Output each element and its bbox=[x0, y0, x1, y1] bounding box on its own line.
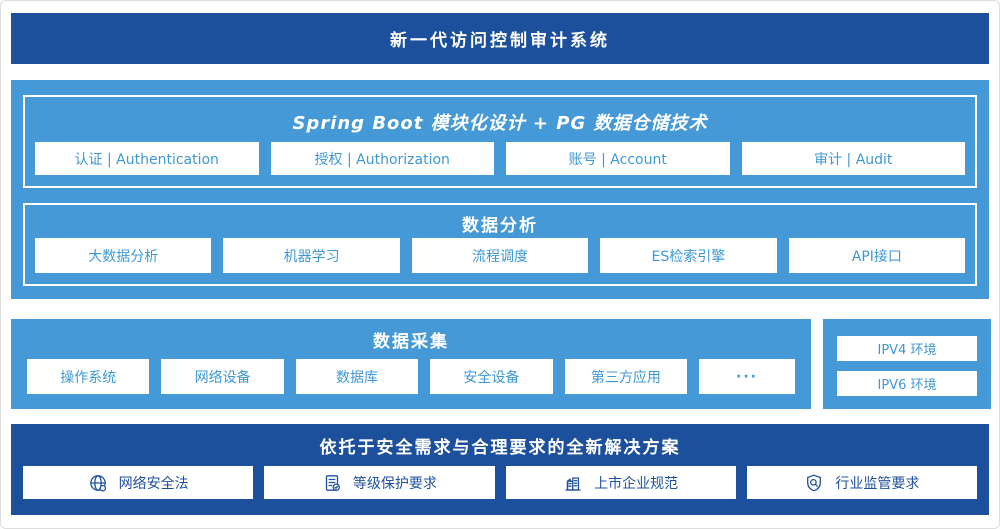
solution-label: 等级保护要求 bbox=[352, 475, 437, 492]
solution-label: 网络安全法 bbox=[118, 475, 189, 492]
module-audit: 审计 | Audit bbox=[741, 142, 965, 175]
solution-section: 依托于安全需求与合理要求的全新解决方案 网络安全法 bbox=[11, 424, 989, 515]
analysis-panel-title: 数据分析 bbox=[462, 216, 538, 236]
solution-cybersecurity-law: 网络安全法 bbox=[23, 466, 254, 499]
env-ipv4: IPV4 环境 bbox=[837, 336, 977, 361]
platform-modules-row: 认证 | Authentication 授权 | Authorization 账… bbox=[35, 142, 965, 175]
solution-items-row: 网络安全法 等级保护要求 bbox=[23, 466, 977, 499]
analysis-panel: 数据分析 大数据分析 机器学习 流程调度 ES检索引擎 API接口 bbox=[23, 203, 977, 286]
solution-listed-company: 上市企业规范 bbox=[505, 466, 736, 499]
source-third-party-apps: 第三方应用 bbox=[564, 359, 688, 394]
collection-section: 数据采集 操作系统 网络设备 数据库 安全设备 第三方应用 ··· bbox=[11, 319, 811, 409]
module-bigdata-analysis: 大数据分析 bbox=[35, 238, 212, 273]
source-more-ellipsis: ··· bbox=[699, 359, 796, 394]
shield-search-icon bbox=[804, 473, 824, 493]
solution-grade-protection: 等级保护要求 bbox=[264, 466, 495, 499]
collection-title: 数据采集 bbox=[373, 331, 449, 352]
environment-section: IPV4 环境 IPV6 环境 bbox=[823, 319, 991, 409]
solution-title: 依托于安全需求与合理要求的全新解决方案 bbox=[319, 437, 681, 458]
document-check-icon bbox=[322, 473, 342, 493]
collection-modules-row: 操作系统 网络设备 数据库 安全设备 第三方应用 ··· bbox=[27, 359, 796, 394]
module-authentication: 认证 | Authentication bbox=[35, 142, 259, 175]
globe-icon bbox=[88, 473, 108, 493]
source-operating-system: 操作系统 bbox=[27, 359, 150, 394]
solution-label: 行业监管要求 bbox=[835, 475, 920, 492]
module-machine-learning: 机器学习 bbox=[223, 238, 400, 273]
building-icon bbox=[563, 473, 583, 493]
solution-label: 上市企业规范 bbox=[594, 475, 679, 492]
solution-industry-regulation: 行业监管要求 bbox=[746, 466, 977, 499]
module-es-search: ES检索引擎 bbox=[600, 238, 777, 273]
page-title: 新一代访问控制审计系统 bbox=[11, 13, 989, 64]
module-authorization: 授权 | Authorization bbox=[270, 142, 494, 175]
module-account: 账号 | Account bbox=[506, 142, 730, 175]
module-api: API接口 bbox=[788, 238, 966, 273]
springboot-panel: Spring Boot 模块化设计 + PG 数据仓储技术 认证 | Authe… bbox=[23, 95, 977, 188]
springboot-panel-title: Spring Boot 模块化设计 + PG 数据仓储技术 bbox=[292, 112, 708, 134]
module-flow-scheduling: 流程调度 bbox=[411, 238, 589, 273]
env-ipv6: IPV6 环境 bbox=[837, 371, 977, 396]
platform-section: Spring Boot 模块化设计 + PG 数据仓储技术 认证 | Authe… bbox=[11, 80, 989, 299]
source-network-devices: 网络设备 bbox=[161, 359, 284, 394]
analysis-modules-row: 大数据分析 机器学习 流程调度 ES检索引擎 API接口 bbox=[35, 238, 966, 273]
source-security-devices: 安全设备 bbox=[430, 359, 553, 394]
source-database: 数据库 bbox=[295, 359, 419, 394]
